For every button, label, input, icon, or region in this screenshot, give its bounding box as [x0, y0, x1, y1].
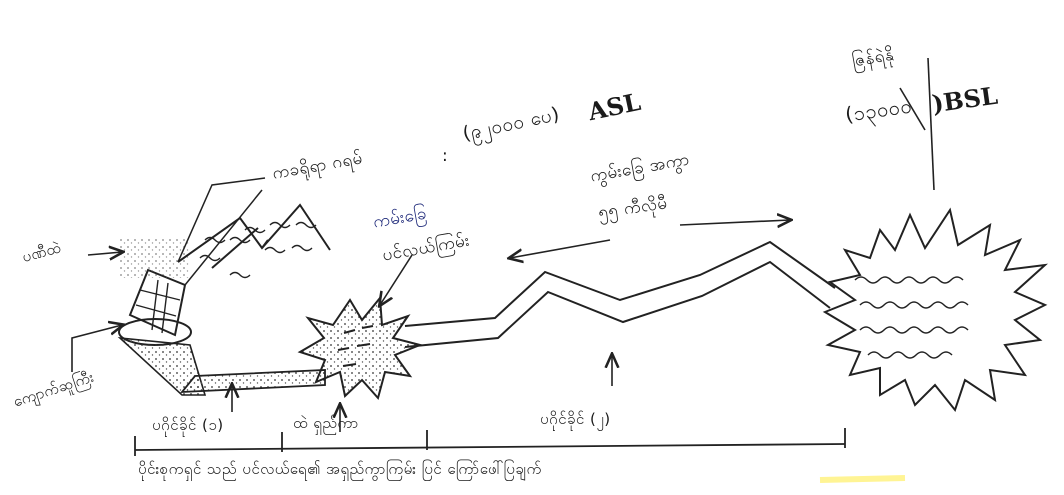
highland-colon: : [442, 146, 449, 166]
caption-highlight [819, 475, 906, 483]
section-2-label: ထဲ ရှည်ကာ [293, 414, 359, 432]
sea-label-leader [927, 57, 935, 191]
sea-label-tick [899, 87, 926, 131]
diagram-arrows [71, 57, 935, 432]
section-bracket [134, 428, 846, 456]
center-label-arrow [380, 254, 413, 305]
river-channel [180, 240, 836, 393]
highland-leader-lines [177, 177, 266, 286]
left-label-2-arrow [71, 325, 122, 372]
spring-source [117, 238, 207, 396]
mountain-range [177, 203, 331, 279]
mountain-wave-marks [199, 221, 317, 279]
sea-wave-marks [854, 276, 969, 359]
center-burst-shape [297, 295, 424, 401]
left-label-1-arrow [87, 252, 122, 255]
section-3-label: ပဂိုင်ခိုင် (၂) [540, 410, 611, 428]
section-1-label: ပဂိုင်ခိုင် (၁) [152, 416, 224, 434]
caption: ပိုင်းစုကရှင် သည် ပင်လယ်ရေ၏ အရှည်ကွာကြမ်… [138, 460, 542, 478]
center-burst-marks [337, 325, 374, 367]
distance-left-arrow [510, 239, 611, 258]
distance-right-arrow [679, 220, 790, 225]
sea-burst-shape [822, 207, 1049, 413]
